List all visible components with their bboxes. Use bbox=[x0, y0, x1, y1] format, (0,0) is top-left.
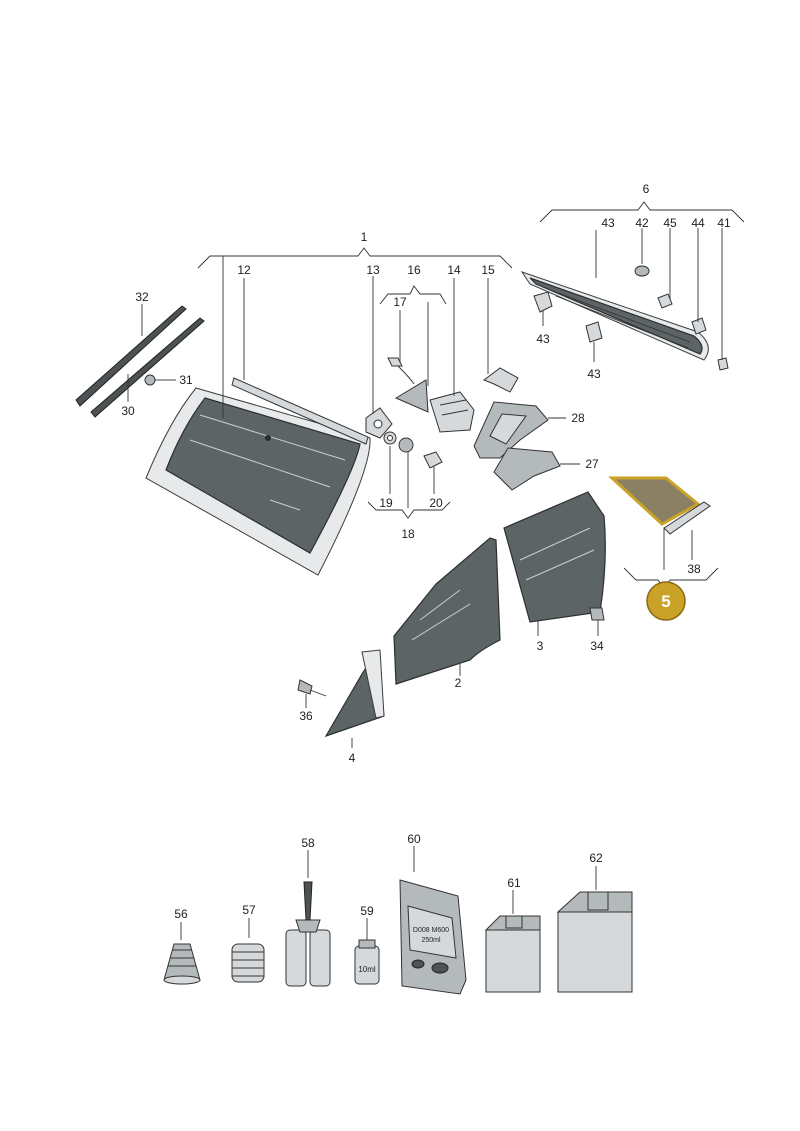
label-18: 18 bbox=[401, 527, 415, 541]
mirror-cover-27[interactable] bbox=[493, 447, 561, 491]
consumable-60-bag[interactable]: D008 M600 250ml bbox=[399, 879, 467, 995]
label-28: 28 bbox=[571, 411, 585, 425]
cap-42[interactable] bbox=[634, 265, 650, 277]
consumable-61-canister[interactable] bbox=[484, 915, 541, 993]
label-1: 1 bbox=[361, 230, 368, 244]
label-56: 56 bbox=[174, 907, 188, 921]
label-60: 60 bbox=[407, 832, 421, 846]
label-62: 62 bbox=[589, 851, 603, 865]
label-13: 13 bbox=[366, 263, 380, 277]
label-20: 20 bbox=[429, 496, 443, 510]
label-4: 4 bbox=[349, 751, 356, 765]
consumable-62-canister[interactable] bbox=[556, 891, 633, 993]
label-36: 36 bbox=[299, 709, 313, 723]
label-45: 45 bbox=[663, 216, 677, 230]
label-17: 17 bbox=[393, 295, 407, 309]
label-43a: 43 bbox=[601, 216, 615, 230]
label-12: 12 bbox=[237, 263, 251, 277]
label-43b: 43 bbox=[536, 332, 550, 346]
label-6: 6 bbox=[643, 182, 650, 196]
label-34: 34 bbox=[590, 639, 604, 653]
consumable-57-coil[interactable] bbox=[231, 943, 265, 983]
connector-45[interactable] bbox=[657, 293, 673, 309]
bracket-15[interactable] bbox=[482, 367, 519, 393]
bolt-34[interactable] bbox=[589, 607, 605, 621]
label-58: 58 bbox=[301, 836, 315, 850]
rear-window[interactable] bbox=[520, 271, 709, 361]
label-32: 32 bbox=[135, 290, 149, 304]
label-27: 27 bbox=[585, 457, 599, 471]
label-30: 30 bbox=[121, 404, 135, 418]
label-2: 2 bbox=[455, 676, 462, 690]
label-19: 19 bbox=[379, 496, 393, 510]
label-15: 15 bbox=[481, 263, 495, 277]
ring-19[interactable] bbox=[383, 431, 397, 445]
consumable-59-bottle[interactable]: 10ml bbox=[354, 939, 380, 985]
label-14: 14 bbox=[447, 263, 461, 277]
cap-18[interactable] bbox=[398, 437, 414, 453]
mirror-base-28[interactable] bbox=[473, 401, 549, 459]
rear-door-glass-3[interactable] bbox=[503, 491, 606, 623]
label-16: 16 bbox=[407, 263, 421, 277]
clip-41[interactable] bbox=[717, 357, 729, 371]
label-57: 57 bbox=[242, 903, 256, 917]
seal-38[interactable] bbox=[663, 501, 711, 535]
label-41: 41 bbox=[717, 216, 731, 230]
holder-13[interactable] bbox=[365, 407, 393, 439]
consumable-56-cone[interactable] bbox=[163, 943, 201, 985]
rear-connector-43a[interactable] bbox=[533, 291, 553, 313]
clip-31[interactable] bbox=[144, 374, 170, 386]
label-31: 31 bbox=[179, 373, 193, 387]
bag-text-line2: 250ml bbox=[421, 937, 441, 944]
leader-lines bbox=[127, 201, 745, 942]
bag-text-line1: D008 M600 bbox=[413, 927, 449, 934]
label-43c: 43 bbox=[587, 367, 601, 381]
rear-connector-43b[interactable] bbox=[585, 321, 603, 343]
callout-labels: 1 12 13 16 14 15 17 32 31 30 28 27 19 20… bbox=[121, 182, 731, 921]
front-door-glass-2[interactable] bbox=[393, 537, 501, 685]
label-3: 3 bbox=[537, 639, 544, 653]
label-61: 61 bbox=[507, 876, 521, 890]
bolt-36[interactable] bbox=[297, 679, 327, 697]
svg-text:5: 5 bbox=[661, 592, 670, 611]
connector-44[interactable] bbox=[691, 317, 707, 335]
windshield-seal-strip[interactable] bbox=[231, 377, 369, 445]
bracket-14[interactable] bbox=[429, 391, 475, 433]
consumable-58-cartridge[interactable] bbox=[285, 881, 331, 987]
quarter-glass-4[interactable] bbox=[324, 649, 385, 738]
label-59: 59 bbox=[360, 904, 374, 918]
trim-strip-32[interactable] bbox=[75, 305, 187, 407]
label-38: 38 bbox=[687, 562, 701, 576]
windshield[interactable] bbox=[145, 387, 371, 576]
bottle-text: 10ml bbox=[358, 965, 376, 974]
label-44: 44 bbox=[691, 216, 705, 230]
clip-20[interactable] bbox=[423, 451, 443, 469]
highlight-badge-5[interactable]: 5 bbox=[646, 581, 686, 621]
sensor-17[interactable] bbox=[387, 357, 415, 385]
side-window-5[interactable] bbox=[608, 476, 701, 526]
label-42: 42 bbox=[635, 216, 649, 230]
cover-16-triangle[interactable] bbox=[394, 379, 429, 413]
trim-strip-30[interactable] bbox=[90, 317, 205, 418]
